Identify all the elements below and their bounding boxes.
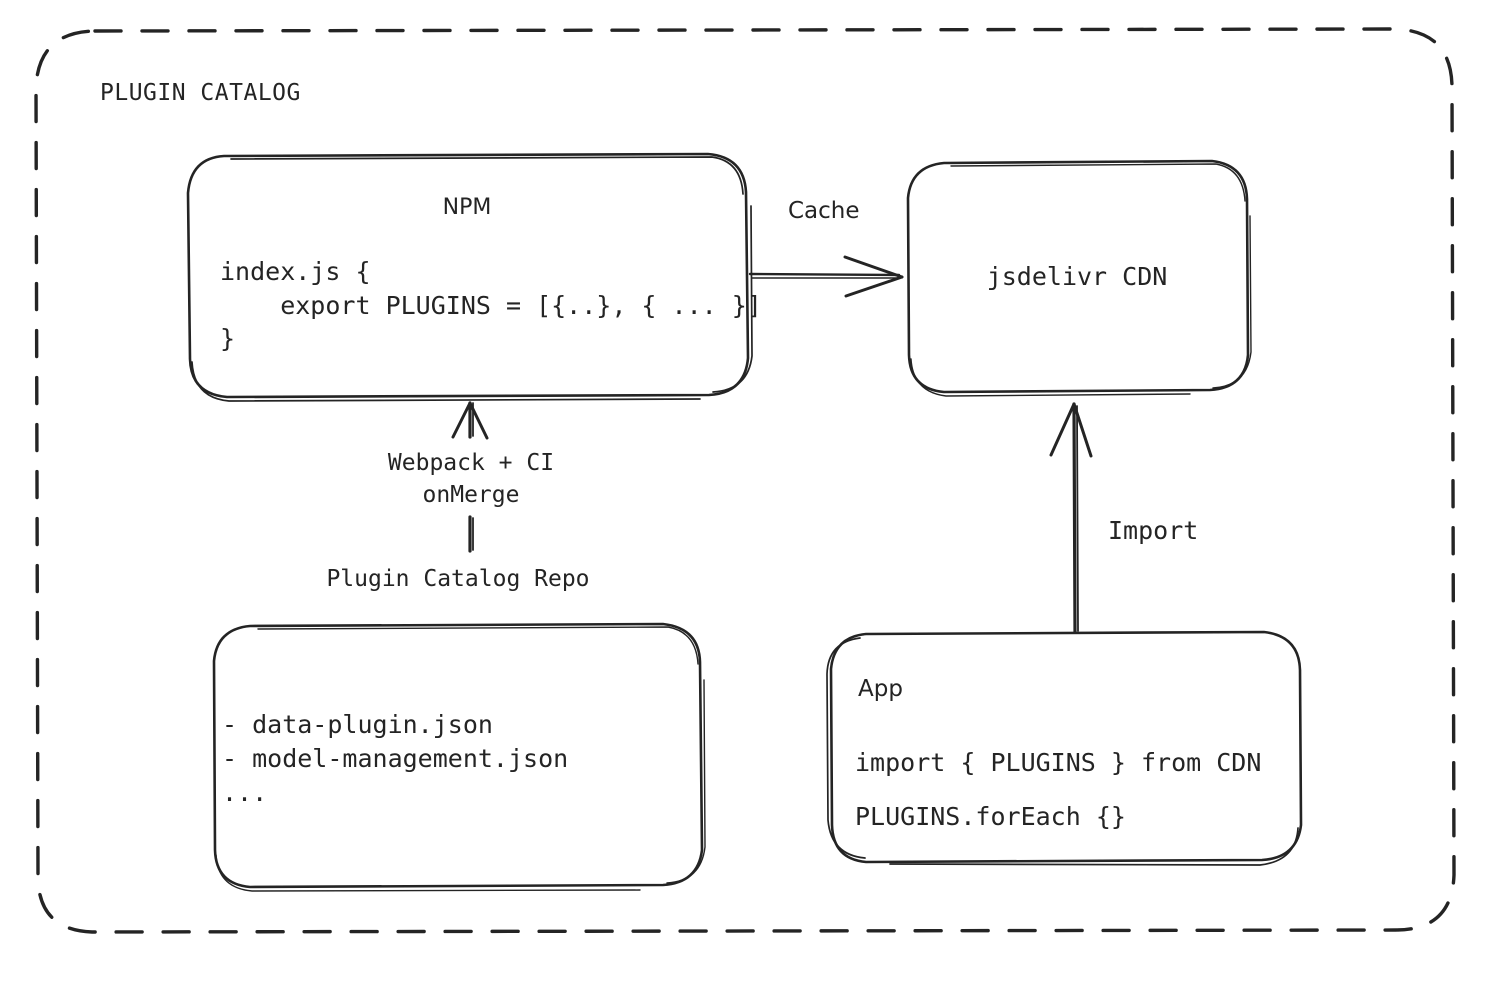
repo-file-line-2: ...: [222, 778, 268, 807]
repo-node-caption: Plugin Catalog Repo: [326, 566, 590, 592]
import-edge-label: Import: [1108, 516, 1199, 545]
plugin-catalog-frame: [34, 27, 1456, 934]
npm-node-shape: [186, 152, 753, 402]
import-edge-arrow: [1049, 402, 1093, 634]
app-code-line-0: import { PLUGINS } from CDN: [855, 748, 1262, 777]
build-edge-label: Webpack + CI onMerge: [373, 448, 569, 511]
repo-node-shape: [212, 622, 706, 892]
app-node-code: import { PLUGINS } from CDN PLUGINS.forE…: [855, 736, 1261, 844]
build-edge-label-line-0: Webpack + CI onMerge: [387, 450, 555, 508]
repo-file-line-0: - data-plugin.json: [222, 710, 493, 739]
npm-code-line-0: index.js {: [220, 257, 371, 286]
frame-title: PLUGIN CATALOG: [100, 80, 301, 106]
npm-code-line-2: }: [220, 324, 236, 353]
repo-node-file-list: - data-plugin.json - model-management.js…: [222, 708, 568, 810]
repo-file-line-1: - model-management.json: [222, 744, 569, 773]
npm-code-line-1: export PLUGINS = [{..}, { ... }]: [220, 290, 762, 320]
cdn-node-title: jsdelivr CDN: [986, 262, 1168, 291]
cache-edge-label: Cache: [788, 198, 860, 224]
cdn-node-shape: [906, 159, 1252, 397]
npm-node-code: index.js { export PLUGINS = [{..}, { ...…: [220, 255, 762, 356]
app-code-line-1: PLUGINS.forEach {}: [855, 801, 1126, 831]
build-edge-arrow: [451, 401, 489, 553]
app-node-shape: [826, 630, 1303, 866]
cache-edge-arrow: [748, 255, 904, 298]
npm-node-title: NPM: [442, 195, 492, 220]
app-node-title: App: [858, 676, 903, 702]
